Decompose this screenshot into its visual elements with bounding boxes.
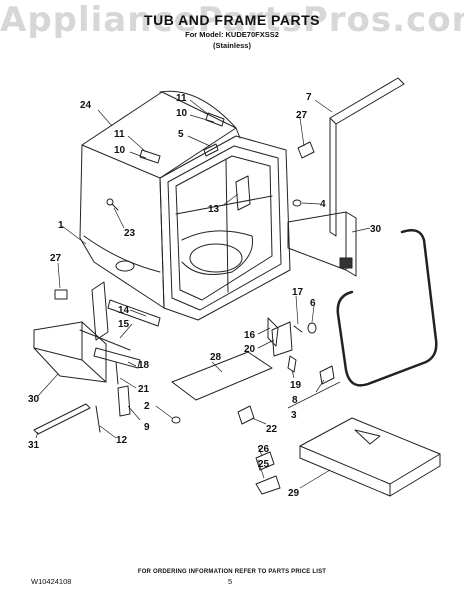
tub-gasket (336, 229, 438, 387)
callout-1: 1 (58, 220, 64, 231)
callout-27: 27 (50, 253, 62, 264)
callout-10: 10 (176, 108, 188, 119)
clip-25 (255, 475, 281, 495)
tub-front-frame (159, 135, 291, 321)
callout-12: 12 (116, 435, 128, 446)
hinge-bracket-upper (205, 112, 225, 127)
watermark: AppliancePartsPros.com (0, 0, 464, 40)
callout-22: 22 (266, 424, 278, 435)
callout-30: 30 (28, 394, 40, 405)
diagram-title: TUB AND FRAME PARTS (144, 12, 320, 28)
screw-23 (111, 203, 119, 211)
callout-16: 16 (244, 330, 256, 341)
side-panel-left (33, 321, 107, 383)
callout-8: 8 (292, 395, 298, 406)
toe-panel (299, 417, 441, 497)
callout-24: 24 (80, 100, 92, 111)
leveler-19 (287, 355, 297, 373)
cap-2 (171, 416, 181, 424)
clip-27-left (54, 289, 68, 300)
callout-28: 28 (210, 352, 222, 363)
nut-6 (307, 322, 317, 334)
dishwasher-tub (79, 90, 241, 309)
bracket-14 (107, 299, 161, 327)
callout-2: 2 (144, 401, 150, 412)
callout-26: 26 (258, 444, 270, 455)
page-number: 5 (228, 577, 233, 586)
callout-5: 5 (178, 129, 184, 140)
callout-14: 14 (118, 305, 130, 316)
callout-19: 19 (290, 380, 302, 391)
bracket-18 (93, 347, 141, 369)
callout-23: 23 (124, 228, 136, 239)
clip-22 (237, 405, 255, 425)
screw-12 (95, 405, 101, 433)
leg-9 (117, 385, 131, 417)
cap-4 (292, 199, 302, 207)
hinge-bracket-side (139, 149, 161, 164)
callout-21: 21 (138, 384, 150, 395)
callout-13: 13 (208, 204, 220, 215)
leveler-8 (319, 365, 335, 385)
screw-21 (115, 361, 119, 385)
callout-27: 27 (296, 110, 308, 121)
callout-25: 25 (258, 459, 270, 470)
bracket-16 (267, 317, 279, 347)
leg-bracket (91, 281, 109, 341)
document-id: W10424108 (31, 577, 72, 586)
callout-10: 10 (114, 145, 126, 156)
bottom-bracket (171, 351, 273, 401)
callout-11: 11 (114, 129, 125, 140)
callout-18: 18 (138, 360, 150, 371)
callout-11: 11 (176, 93, 187, 104)
leader-lines (35, 99, 371, 489)
callout-3: 3 (291, 410, 297, 421)
door-seal-strip (329, 77, 405, 237)
bracket-26 (255, 451, 275, 471)
model-variant: (Stainless) (213, 41, 251, 50)
clip-27-right (297, 141, 315, 159)
callout-6: 6 (310, 298, 316, 309)
screw-17 (293, 325, 303, 333)
hinge-13 (235, 175, 251, 211)
ordering-note: FOR ORDERING INFORMATION REFER TO PARTS … (137, 569, 327, 575)
side-panel-right (287, 211, 357, 277)
callout-29: 29 (288, 488, 300, 499)
callout-7: 7 (306, 92, 312, 103)
callout-20: 20 (244, 344, 256, 355)
callout-17: 17 (292, 287, 304, 298)
callout-30: 30 (370, 224, 382, 235)
rail-15 (79, 329, 131, 351)
bracket-20 (271, 321, 293, 357)
callout-31: 31 (28, 440, 40, 451)
tie-strap (33, 403, 91, 435)
callout-9: 9 (144, 422, 150, 433)
model-line: For Model: KUDE70FXSS2 (185, 30, 279, 39)
callout-4: 4 (320, 199, 326, 210)
callout-15: 15 (118, 319, 130, 330)
